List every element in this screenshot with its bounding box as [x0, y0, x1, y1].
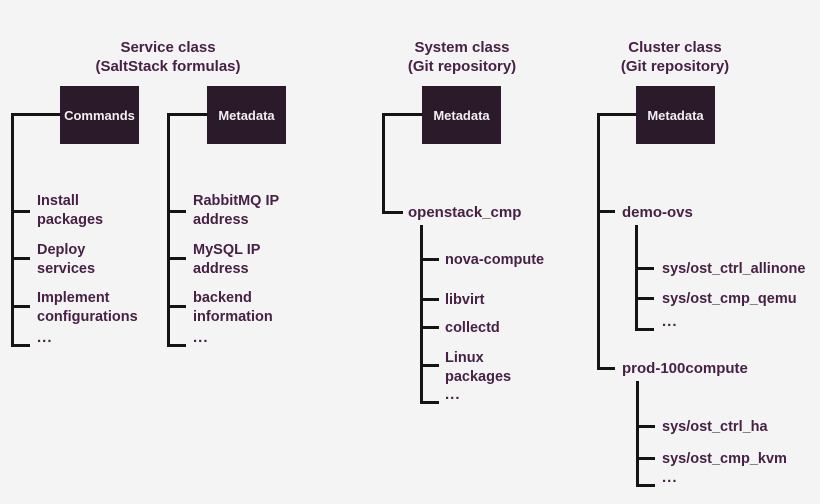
tree-node-collectd: collectd	[445, 320, 500, 336]
tree-branch-line	[167, 305, 186, 308]
tree-node-deploy-services: Deploy services	[37, 242, 96, 277]
service-class-title: Service class (SaltStack formulas)	[48, 38, 288, 76]
system-class-title-line2: (Git repository)	[407, 58, 517, 75]
tree-node-demo-ovs: demo-ovs	[622, 204, 693, 221]
tree-branch-line	[11, 305, 30, 308]
tree-node-rabbitmq-ip: RabbitMQ IP address	[193, 193, 280, 228]
tree-branch-line	[167, 344, 186, 347]
tree-node-libvirt: libvirt	[445, 292, 485, 308]
cluster-class-title: Cluster class (Git repository)	[575, 38, 775, 76]
tree-connector-line	[597, 113, 636, 116]
tree-node-linux-packages: Linux packages	[445, 350, 512, 385]
system-metadata-box-label: Metadata	[433, 107, 490, 123]
cluster-class-title-line1: Cluster class	[628, 39, 722, 56]
tree-branch-line	[636, 457, 655, 460]
tree-node-ellipsis: ...	[662, 469, 678, 486]
tree-trunk-line	[635, 225, 638, 331]
tree-branch-line	[167, 210, 186, 213]
tree-branch-line	[597, 367, 615, 370]
tree-trunk-line	[420, 225, 423, 404]
tree-connector-line	[11, 113, 60, 116]
tree-connector-line	[382, 113, 422, 116]
system-class-title: System class (Git repository)	[362, 38, 562, 76]
tree-trunk-line	[167, 113, 170, 347]
tree-trunk-line	[636, 381, 639, 487]
service-class-title-line2: (SaltStack formulas)	[95, 58, 241, 75]
system-metadata-box: Metadata	[422, 86, 501, 144]
cluster-metadata-box: Metadata	[636, 86, 715, 144]
tree-node-implement-configurations: Implement configurations	[37, 290, 138, 325]
cluster-metadata-box-label: Metadata	[647, 107, 704, 123]
tree-node-sys-ost-ctrl-allinone: sys/ost_ctrl_allinone	[662, 261, 806, 277]
tree-node-sys-ost-ctrl-ha: sys/ost_ctrl_ha	[662, 419, 768, 435]
tree-branch-line	[636, 425, 655, 428]
tree-branch-line	[11, 210, 30, 213]
tree-node-prod-100compute: prod-100compute	[622, 360, 748, 377]
tree-branch-line	[635, 328, 654, 331]
tree-branch-line	[420, 258, 439, 261]
tree-node-ellipsis: ...	[662, 313, 678, 330]
tree-node-install-packages: Install packages	[37, 193, 104, 228]
tree-branch-line	[420, 326, 439, 329]
cluster-class-title-line2: (Git repository)	[620, 58, 730, 75]
tree-branch-line	[420, 364, 439, 367]
tree-connector-line	[167, 113, 207, 116]
tree-trunk-line	[382, 113, 385, 214]
system-class-title-line1: System class	[414, 39, 510, 56]
tree-node-ellipsis: ...	[445, 386, 461, 403]
service-class-title-line1: Service class	[120, 39, 216, 56]
tree-branch-line	[382, 211, 403, 214]
commands-box-label: Commands	[64, 107, 135, 123]
tree-node-sys-ost-cmp-kvm: sys/ost_cmp_kvm	[662, 451, 787, 467]
tree-branch-line	[420, 401, 439, 404]
tree-node-mysql-ip: MySQL IP address	[193, 242, 261, 277]
tree-branch-line	[635, 297, 654, 300]
tree-node-ellipsis: ...	[193, 329, 209, 346]
tree-node-openstack-cmp: openstack_cmp	[408, 204, 522, 221]
tree-trunk-line	[597, 113, 600, 370]
tree-node-backend-information: backend information	[193, 290, 273, 325]
tree-branch-line	[420, 298, 439, 301]
commands-box: Commands	[60, 86, 139, 144]
tree-branch-line	[11, 257, 30, 260]
tree-trunk-line	[11, 113, 14, 347]
tree-branch-line	[597, 210, 615, 213]
tree-branch-line	[167, 257, 186, 260]
tree-branch-line	[11, 344, 30, 347]
service-metadata-box-label: Metadata	[218, 107, 275, 123]
tree-node-ellipsis: ...	[37, 329, 53, 346]
tree-branch-line	[635, 267, 654, 270]
tree-node-sys-ost-cmp-qemu: sys/ost_cmp_qemu	[662, 291, 797, 307]
tree-branch-line	[636, 484, 655, 487]
tree-node-nova-compute: nova-compute	[445, 252, 545, 268]
service-metadata-box: Metadata	[207, 86, 286, 144]
